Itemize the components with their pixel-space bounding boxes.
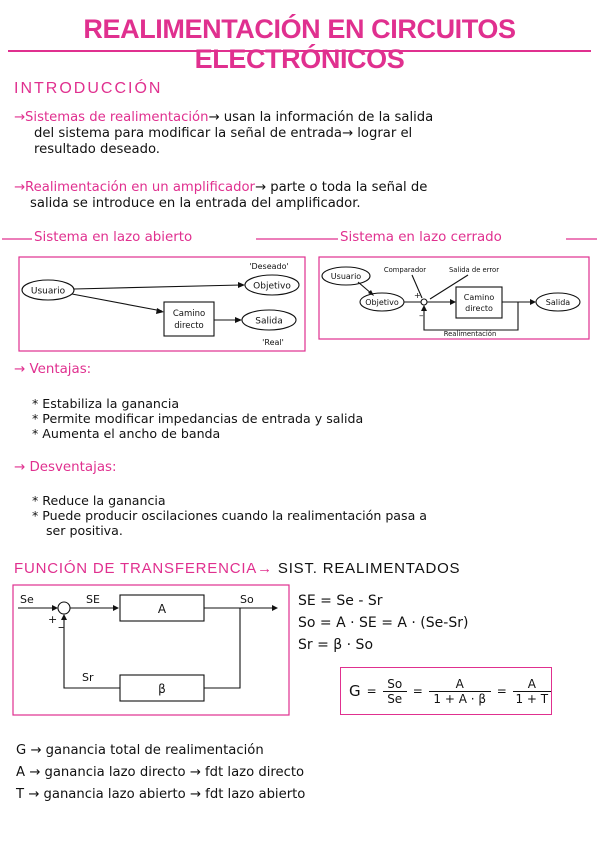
closed-camino-line1: Camino (464, 293, 495, 302)
intro-p1-line2: del sistema para modificar la señal de e… (34, 126, 413, 141)
open-salida-label: Salida (255, 317, 282, 327)
fraction-denominator: 1 + T (515, 691, 549, 706)
ventajas-heading: → Ventajas: (14, 362, 92, 377)
comparador-label: Comparador (384, 266, 426, 274)
title-underline (8, 50, 591, 52)
closed-plus-sign: + (414, 291, 421, 300)
block-so-label: So (240, 593, 254, 606)
intro-paragraph-2: →Realimentación en un amplificador→ part… (14, 180, 589, 212)
closed-salida-label: Salida (546, 298, 571, 307)
block-se-label: Se (20, 593, 34, 606)
gain-formula-box: G = So Se = A 1 + A · β = A 1 + T (340, 667, 552, 715)
fraction-numerator: A (527, 676, 536, 691)
intro-p1-lead: →Sistemas de realimentación (14, 110, 209, 125)
closed-usuario-label: Usuario (331, 272, 362, 281)
block-plus-sign: + (48, 613, 57, 626)
intro-p2-lead: →Realimentación en un amplificador (14, 180, 255, 195)
equals-sign: = (366, 684, 377, 698)
open-camino-line1: Camino (173, 309, 205, 319)
legend-item-g: G → ganancia total de realimentación (16, 743, 264, 758)
open-usuario-label: Usuario (31, 287, 66, 297)
gain-symbol: G (349, 682, 361, 700)
fraction-numerator: So (387, 676, 403, 691)
closed-camino-line2: directo (465, 304, 493, 313)
block-beta-label: β (158, 682, 166, 696)
intro-heading: INTRODUCCIÓN (14, 80, 163, 97)
ventajas-item: * Permite modificar impedancias de entra… (32, 411, 364, 426)
transfer-heading-black: SIST. REALIMENTADOS (277, 560, 461, 577)
open-deseado-label: 'Deseado' (249, 262, 288, 271)
closed-objetivo-label: Objetivo (365, 298, 399, 307)
desventajas-item: * Puede producir oscilaciones cuando la … (32, 508, 428, 523)
fraction-denominator: 1 + A · β (433, 691, 487, 706)
block-minus-sign: – (58, 620, 64, 634)
ventajas-item: * Aumenta el ancho de banda (32, 426, 221, 441)
fraction-a-1plust: A 1 + T (512, 676, 551, 706)
desventajas-item-continued: ser positiva. (46, 523, 123, 538)
desventajas-heading: → Desventajas: (14, 460, 117, 475)
ventajas-list: * Estabiliza la ganancia * Permite modif… (32, 396, 363, 441)
intro-p2-line1: → parte o toda la señal de (254, 180, 428, 195)
fraction-so-se: So Se (382, 676, 407, 706)
open-loop-diagram: Usuario Objetivo 'Deseado' Camino direct… (18, 256, 306, 352)
closed-loop-label: Sistema en lazo cerrado (340, 230, 502, 245)
legend-list: G → ganancia total de realimentación A →… (16, 740, 305, 806)
transfer-heading: FUNCIÓN DE TRANSFERENCIA→ SIST. REALIMEN… (14, 560, 460, 577)
fraction-denominator: Se (387, 691, 403, 706)
fraction-numerator: A (455, 676, 464, 691)
feedback-block-diagram: Se + – SE A So β Sr (12, 584, 290, 716)
ventajas-item: * Estabiliza la ganancia (32, 396, 180, 411)
desventajas-list: * Reduce la ganancia * Puede producir os… (32, 493, 427, 538)
equals-sign: = (496, 684, 507, 698)
intro-p1-line1: → usan la información de la salida (208, 110, 434, 125)
legend-item-a: A → ganancia lazo directo → fdt lazo dir… (16, 765, 305, 780)
legend-item-t: T → ganancia lazo abierto → fdt lazo abi… (16, 787, 306, 802)
block-sr-label: Sr (82, 671, 94, 684)
equation-sr: Sr = β · So (298, 637, 374, 653)
equation-so: So = A · SE = A · (Se-Sr) (298, 615, 469, 631)
open-real-label: 'Real' (262, 338, 284, 347)
closed-realimentacion-label: Realimentación (444, 330, 497, 338)
intro-p2-line2: salida se introduce en la entrada del am… (30, 196, 361, 211)
desventajas-item: * Reduce la ganancia (32, 493, 166, 508)
transfer-heading-pink: FUNCIÓN DE TRANSFERENCIA→ (14, 560, 273, 577)
page-title: REALIMENTACIÓN EN CIRCUITOS ELECTRÓNICOS (83, 14, 516, 74)
loop-divider (2, 238, 597, 240)
intro-p1-line3: resultado deseado. (34, 142, 160, 157)
intro-paragraph-1: →Sistemas de realimentación→ usan la inf… (14, 110, 589, 158)
equals-sign: = (412, 684, 423, 698)
equation-se: SE = Se - Sr (298, 593, 383, 609)
open-loop-label: Sistema en lazo abierto (34, 230, 193, 245)
equation-list: SE = Se - Sr So = A · SE = A · (Se-Sr) S… (298, 590, 468, 656)
closed-loop-diagram: Usuario Comparador Salida de error Objet… (318, 256, 590, 340)
closed-minus-sign: – (419, 311, 424, 321)
fraction-a-1plusab: A 1 + A · β (428, 676, 491, 706)
block-se-error-label: SE (86, 593, 100, 606)
open-objetivo-label: Objetivo (253, 282, 291, 292)
salida-error-label: Salida de error (449, 266, 499, 274)
block-a-label: A (158, 602, 167, 616)
open-camino-line2: directo (174, 321, 204, 331)
